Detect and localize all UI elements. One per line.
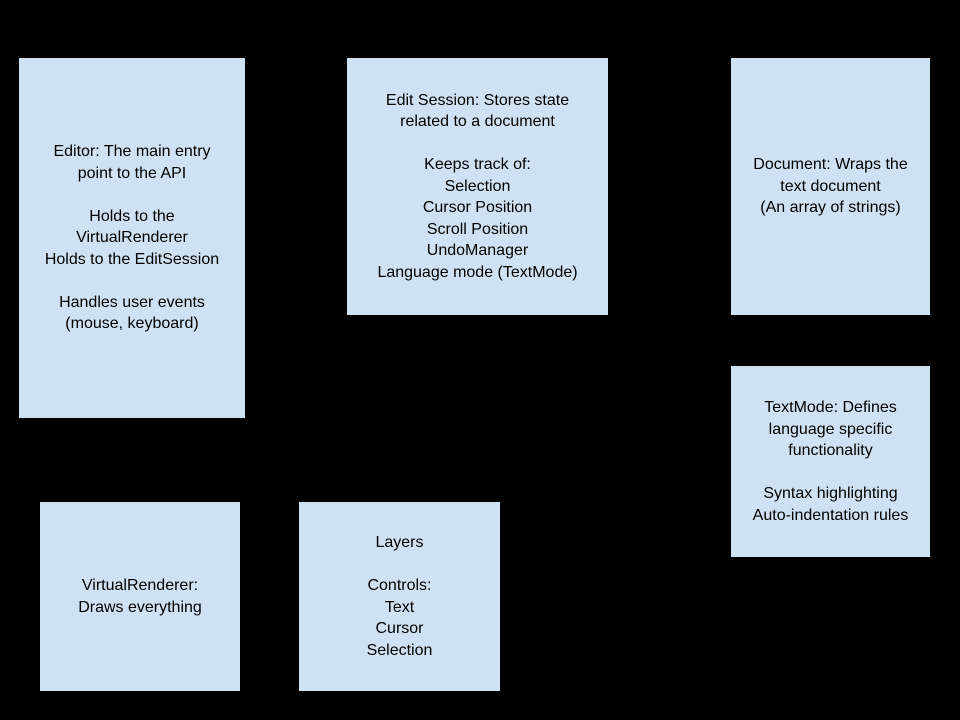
edit-session-box-text: Edit Session: Stores state related to a … bbox=[377, 91, 578, 281]
editor-box-text: Editor: The main entry point to the API … bbox=[44, 143, 220, 333]
document-box-text: Document: Wraps the text document (An ar… bbox=[753, 156, 908, 217]
textmode-box-text: TextMode: Defines language specific func… bbox=[752, 399, 909, 524]
edit-session-box: Edit Session: Stores state related to a … bbox=[346, 57, 609, 316]
virtual-renderer-box-text: VirtualRenderer: Draws everything bbox=[78, 577, 202, 616]
document-box: Document: Wraps the text document (An ar… bbox=[730, 57, 931, 316]
virtual-renderer-box: VirtualRenderer: Draws everything bbox=[39, 501, 241, 692]
layers-box-text: Layers Controls: Text Cursor Selection bbox=[366, 534, 433, 659]
textmode-box: TextMode: Defines language specific func… bbox=[730, 365, 931, 558]
layers-box: Layers Controls: Text Cursor Selection bbox=[298, 501, 501, 692]
editor-box: Editor: The main entry point to the API … bbox=[18, 57, 246, 419]
